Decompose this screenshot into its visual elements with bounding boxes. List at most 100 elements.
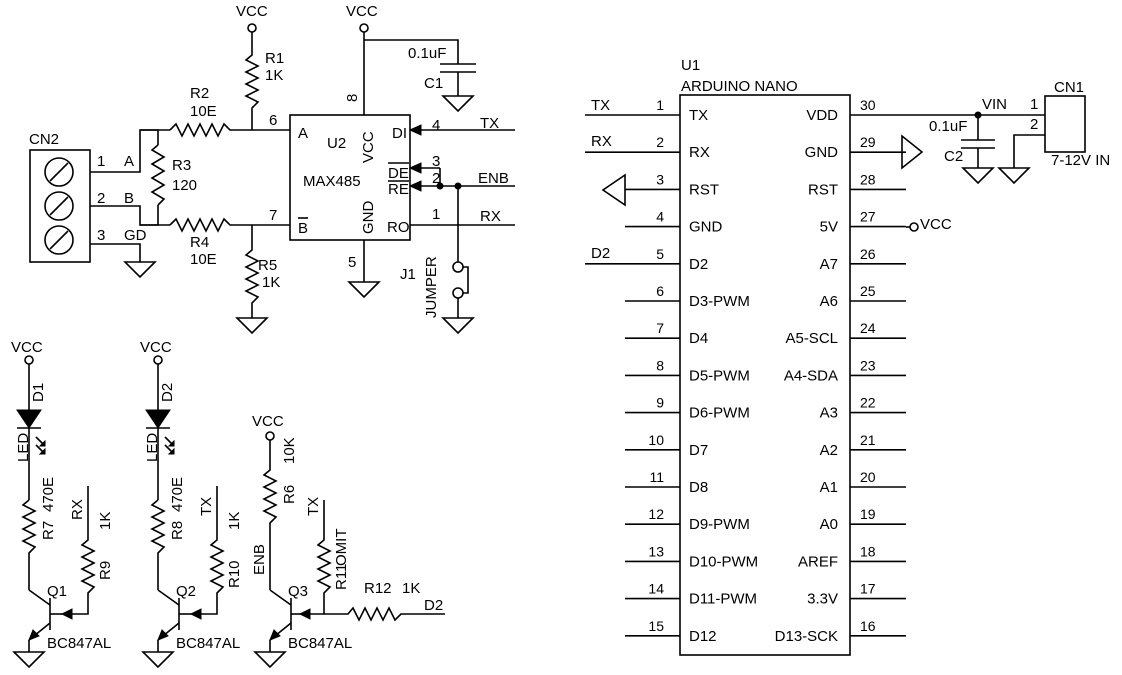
ground-symbol xyxy=(347,281,381,299)
u1-right-pin-name: 5V xyxy=(820,219,838,236)
u1-left-pin-name: D11-PWM xyxy=(689,591,757,608)
u1-right-pin-name: RST xyxy=(808,181,838,198)
u2-pin-b-num: 7 xyxy=(269,207,277,224)
cn2-pin1-name: A xyxy=(124,153,134,170)
u1-right-pin-name: A6 xyxy=(820,293,838,310)
c2-value: 0.1uF xyxy=(929,118,967,135)
u1-left-pin-name: D2 xyxy=(689,256,708,273)
r3-value: 120 xyxy=(172,177,197,194)
u1-left-pin-name: GND xyxy=(689,219,723,236)
u1-right-pin-num: 18 xyxy=(860,543,876,559)
r9-value: 1K xyxy=(97,512,114,530)
u1-left-pin-num: 14 xyxy=(648,581,664,597)
net-rx: RX xyxy=(69,499,86,520)
c1-value: 0.1uF xyxy=(408,45,446,62)
r12-ref: R12 xyxy=(364,580,392,597)
cn1-ref: CN1 xyxy=(1054,79,1084,96)
cn1-body xyxy=(1044,95,1086,153)
vcc-label: VCC xyxy=(346,3,378,20)
led-driver-2: VCC D2 LED R8 470E TX 1K R10 xyxy=(140,339,243,669)
resistor-r6: 10K R6 ENB xyxy=(251,437,298,590)
resistor-r10: TX 1K R10 xyxy=(189,486,243,620)
rs485-bus-wiring xyxy=(90,129,170,262)
r1-value: 1K xyxy=(265,67,283,84)
u1-left-pin-name: D5-PWM xyxy=(689,367,750,384)
net-d2: D2 xyxy=(591,245,610,262)
u2-pin-a-num: 6 xyxy=(269,112,277,129)
u2-pin-vcc-name: VCC xyxy=(360,131,377,163)
u1-left-pin-num: 4 xyxy=(656,209,664,225)
u1-right-pin-num: 23 xyxy=(860,357,876,373)
q2-ref: Q2 xyxy=(176,583,196,600)
u1-right-pin-num: 28 xyxy=(860,171,876,187)
r10-ref: R10 xyxy=(226,560,243,588)
u2-pin-gnd-num: 5 xyxy=(348,254,356,271)
u1-arduino-nano: U1 ARDUINO NANO 1TX2RX3RST4GND5D26D3-PWM… xyxy=(585,57,906,656)
cn2-pin1-num: 1 xyxy=(97,153,105,170)
u1-left-pin-num: 11 xyxy=(649,469,664,485)
u1-left-pin-name: D9-PWM xyxy=(689,516,750,533)
u1-left-pin-name: RST xyxy=(689,181,719,198)
ground-symbol xyxy=(253,651,287,669)
u2-pin-b-name: B xyxy=(298,220,308,237)
u1-right-pin-name: D13-SCK xyxy=(775,628,838,645)
u2-pin-di-num: 4 xyxy=(432,117,440,134)
u1-left-pin-num: 10 xyxy=(648,432,664,448)
r9-ref: R9 xyxy=(97,561,114,580)
r8-ref: R8 xyxy=(169,521,186,540)
ground-symbol xyxy=(997,167,1031,185)
net-enb: ENB xyxy=(478,170,509,187)
u1-left-pin-name: D12 xyxy=(689,628,717,645)
u1-left-pin-num: 13 xyxy=(648,543,664,559)
arrow-icon xyxy=(408,180,422,192)
r2-ref: R2 xyxy=(190,85,209,102)
u1-left-pin-num: 2 xyxy=(656,134,664,150)
cn2-connector: CN2 1 A 2 B 3 GD xyxy=(29,131,147,263)
u2-pin-re-name: RE xyxy=(388,181,409,198)
u1-right-pin-name: A0 xyxy=(820,516,838,533)
u1-right-pin-num: 20 xyxy=(860,469,876,485)
u1-right-pin-num: 19 xyxy=(860,506,876,522)
u1-part: ARDUINO NANO xyxy=(681,78,798,95)
u1-right-pin-num: 26 xyxy=(860,246,876,262)
r11-ref: R11 xyxy=(333,564,350,590)
led-driver-1: VCC D1 LED R7 470E RX 1K R9 xyxy=(11,339,114,669)
net-rx: RX xyxy=(591,133,612,150)
net-rx: RX xyxy=(480,208,501,225)
u1-right-pin-num: 16 xyxy=(860,618,876,634)
ground-symbol xyxy=(601,173,626,207)
vcc-label: VCC xyxy=(140,339,172,356)
u2-pin-di-name: DI xyxy=(392,125,407,142)
resistor-r2: R2 10E xyxy=(169,85,290,138)
d2-ref: D2 xyxy=(159,383,176,402)
enable-driver: VCC 10K R6 ENB TX OMIT R11 R12 1K D2 xyxy=(251,413,445,669)
resistor-r8: R8 470E xyxy=(150,477,186,590)
c2-ref: C2 xyxy=(944,148,963,165)
u1-right-pin-num: 24 xyxy=(860,320,876,336)
ground-symbol xyxy=(901,134,924,170)
u1-right-pin-num: 29 xyxy=(860,134,876,150)
net-tx: TX xyxy=(591,97,610,114)
u2-body xyxy=(289,114,411,241)
u1-right-pins: 30VDD29GND28RST275V26A725A624A5-SCL23A4-… xyxy=(775,97,906,645)
resistor-r3: R3 120 xyxy=(150,144,197,206)
arrow-icon xyxy=(60,608,73,620)
u1-left-pin-name: D8 xyxy=(689,479,708,496)
q3-part: BC847AL xyxy=(288,635,352,652)
resistor-r7: R7 470E xyxy=(21,477,57,590)
resistor-r12: R12 1K D2 xyxy=(298,580,445,622)
net-tx: TX xyxy=(198,497,215,516)
cn2-screw-1 xyxy=(44,157,74,187)
r11-value: OMIT xyxy=(333,529,350,567)
cn2-ref: CN2 xyxy=(29,131,59,148)
resistor-r4: R4 10E xyxy=(169,217,290,268)
cn2-pin2-name: B xyxy=(124,190,134,207)
d1-ref: D1 xyxy=(30,383,47,402)
u1-right-pin-name: A5-SCL xyxy=(785,330,838,347)
u1-right-pin-name: A3 xyxy=(820,405,838,422)
resistor-r5: R5 1K xyxy=(244,225,280,318)
transistor-q1: Q1 BC847AL xyxy=(12,583,111,669)
u1-left-pin-name: D10-PWM xyxy=(689,553,758,570)
r8-value: 470E xyxy=(169,477,186,512)
q1-ref: Q1 xyxy=(47,583,67,600)
